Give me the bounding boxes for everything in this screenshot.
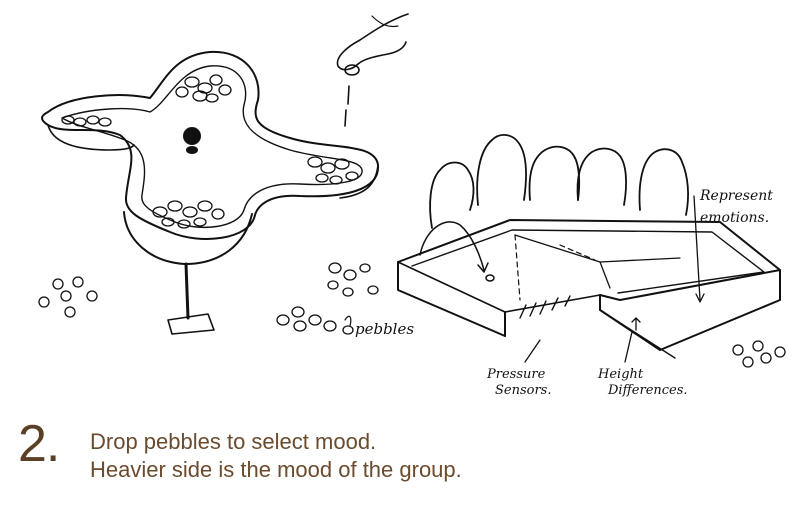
sensors-leader (524, 339, 541, 363)
pebbles-in-bowl (61, 74, 359, 229)
clover-bowl-sketch (41, 50, 380, 335)
drop-arrow (419, 221, 495, 282)
pressure-label: Pressure (486, 367, 546, 382)
caption-line-2: Heavier side is the mood of the group. (90, 457, 462, 482)
sensors-label: Sensors. (495, 383, 552, 398)
height-leader (624, 331, 633, 363)
step-number: 2. (18, 415, 60, 473)
people-silhouettes (429, 134, 689, 229)
step-caption: Drop pebbles to select mood. Heavier sid… (90, 428, 462, 484)
height-label: Height (597, 367, 644, 382)
differences-label: Differences. (607, 383, 688, 398)
center-knob (183, 127, 201, 145)
emotions-leader (693, 195, 701, 301)
loose-pebbles-right (732, 340, 786, 368)
pebbles-label: pebbles (355, 320, 414, 338)
caption-line-1: Drop pebbles to select mood. (90, 429, 377, 454)
loose-pebbles-left (38, 276, 98, 318)
pebble-cluster (276, 262, 379, 335)
represent-label: Represent (699, 188, 773, 204)
stand-pole (184, 262, 190, 320)
stand-base (167, 313, 215, 335)
emotions-label: emotions. (700, 210, 769, 226)
pressure-tray (397, 219, 781, 359)
hand-dropping-pebble (336, 13, 409, 127)
